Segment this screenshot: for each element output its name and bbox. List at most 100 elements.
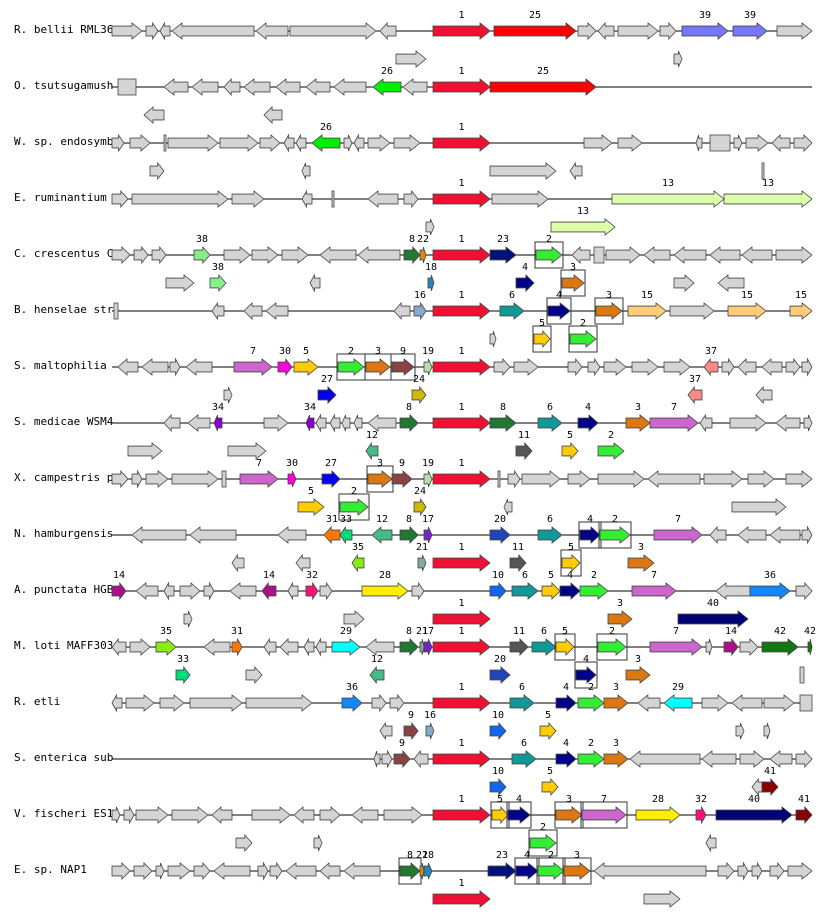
gene-unclassified[interactable] bbox=[721, 357, 735, 377]
gene-unclassified[interactable] bbox=[647, 470, 701, 488]
gene-cluster-15[interactable] bbox=[789, 302, 813, 320]
gene-unclassified[interactable] bbox=[567, 357, 583, 377]
gene-cluster-1[interactable] bbox=[432, 22, 491, 40]
gene-unclassified[interactable] bbox=[739, 638, 759, 656]
gene-unclassified[interactable] bbox=[243, 78, 271, 96]
gene-unclassified[interactable] bbox=[597, 21, 615, 41]
gene-cluster-2[interactable] bbox=[579, 582, 609, 600]
gene-unclassified[interactable] bbox=[659, 21, 677, 41]
gene-unclassified[interactable] bbox=[733, 134, 743, 152]
gene-unclassified[interactable] bbox=[371, 693, 387, 713]
gene-unclassified[interactable] bbox=[279, 638, 299, 656]
gene-unclassified[interactable] bbox=[709, 134, 731, 152]
gene-unclassified[interactable] bbox=[125, 694, 155, 712]
gene-unclassified[interactable] bbox=[701, 694, 729, 712]
gene-cluster-2[interactable] bbox=[529, 834, 557, 852]
gene-cluster-3[interactable] bbox=[595, 302, 623, 320]
gene-cluster-5[interactable] bbox=[293, 358, 319, 376]
gene-cluster-34[interactable] bbox=[305, 414, 315, 432]
gene-cluster-15[interactable] bbox=[727, 302, 767, 320]
gene-unclassified[interactable] bbox=[315, 637, 327, 657]
gene-unclassified[interactable] bbox=[111, 469, 129, 489]
gene-unclassified[interactable] bbox=[301, 189, 313, 209]
gene-cluster-3[interactable] bbox=[603, 750, 629, 768]
gene-cluster-34[interactable] bbox=[213, 414, 223, 432]
gene-cluster-1[interactable] bbox=[432, 134, 491, 152]
gene-cluster-5[interactable] bbox=[491, 805, 509, 825]
gene-cluster-7[interactable] bbox=[631, 582, 677, 600]
gene-cluster-1[interactable] bbox=[432, 358, 491, 376]
gene-unclassified[interactable] bbox=[155, 862, 165, 880]
gene-unclassified[interactable] bbox=[393, 134, 421, 152]
gene-cluster-13[interactable] bbox=[550, 218, 616, 236]
gene-unclassified[interactable] bbox=[763, 722, 771, 740]
gene-unclassified[interactable] bbox=[737, 358, 757, 376]
gene-unclassified[interactable] bbox=[243, 302, 263, 320]
gene-unclassified[interactable] bbox=[287, 581, 299, 601]
gene-cluster-13[interactable] bbox=[723, 190, 813, 208]
gene-cluster-29[interactable] bbox=[663, 694, 693, 712]
gene-cluster-35[interactable] bbox=[155, 638, 177, 656]
gene-unclassified[interactable] bbox=[127, 442, 163, 460]
gene-unclassified[interactable] bbox=[231, 553, 245, 573]
gene-cluster-9[interactable] bbox=[403, 721, 419, 741]
gene-unclassified[interactable] bbox=[111, 22, 143, 40]
gene-unclassified[interactable] bbox=[803, 414, 813, 432]
gene-unclassified[interactable] bbox=[211, 301, 225, 321]
gene-cluster-3[interactable] bbox=[563, 862, 591, 880]
gene-cluster-5[interactable] bbox=[561, 554, 581, 572]
gene-cluster-12[interactable] bbox=[371, 526, 393, 544]
gene-cluster-38[interactable] bbox=[209, 273, 227, 293]
gene-unclassified[interactable] bbox=[145, 470, 169, 488]
gene-cluster-6[interactable] bbox=[511, 750, 537, 768]
gene-cluster-12[interactable] bbox=[365, 441, 379, 461]
gene-unclassified[interactable] bbox=[189, 694, 243, 712]
gene-unclassified[interactable] bbox=[799, 666, 805, 684]
gene-unclassified[interactable] bbox=[229, 582, 257, 600]
gene-unclassified[interactable] bbox=[597, 470, 645, 488]
gene-unclassified[interactable] bbox=[111, 693, 123, 713]
gene-unclassified[interactable] bbox=[755, 385, 773, 405]
gene-cluster-28[interactable] bbox=[361, 582, 409, 600]
gene-cluster-4[interactable] bbox=[579, 526, 601, 544]
gene-cluster-19[interactable] bbox=[423, 470, 433, 488]
gene-cluster-9[interactable] bbox=[391, 358, 415, 376]
gene-cluster-3[interactable] bbox=[365, 358, 391, 376]
gene-cluster-7[interactable] bbox=[653, 526, 703, 544]
gene-cluster-1[interactable] bbox=[432, 806, 491, 824]
gene-unclassified[interactable] bbox=[117, 358, 139, 376]
gene-cluster-11[interactable] bbox=[515, 441, 533, 461]
gene-unclassified[interactable] bbox=[341, 414, 351, 432]
gene-cluster-4[interactable] bbox=[555, 694, 577, 712]
gene-unclassified[interactable] bbox=[223, 77, 241, 97]
gene-unclassified[interactable] bbox=[521, 470, 561, 488]
gene-cluster-1[interactable] bbox=[432, 638, 491, 656]
gene-cluster-21[interactable] bbox=[419, 638, 425, 656]
gene-cluster-21[interactable] bbox=[417, 554, 427, 572]
gene-cluster-33[interactable] bbox=[339, 525, 353, 545]
gene-unclassified[interactable] bbox=[769, 526, 801, 544]
gene-unclassified[interactable] bbox=[775, 246, 813, 264]
gene-unclassified[interactable] bbox=[669, 302, 715, 320]
gene-cluster-6[interactable] bbox=[537, 414, 563, 432]
gene-cluster-2[interactable] bbox=[569, 330, 597, 348]
gene-unclassified[interactable] bbox=[357, 246, 401, 264]
gene-cluster-39[interactable] bbox=[732, 22, 768, 40]
gene-cluster-5[interactable] bbox=[533, 329, 551, 349]
gene-unclassified[interactable] bbox=[179, 582, 201, 600]
gene-unclassified[interactable] bbox=[489, 330, 497, 348]
gene-cluster-3[interactable] bbox=[607, 610, 633, 628]
gene-cluster-40[interactable] bbox=[715, 806, 793, 824]
gene-unclassified[interactable] bbox=[513, 358, 539, 376]
gene-cluster-20[interactable] bbox=[489, 666, 511, 684]
gene-unclassified[interactable] bbox=[793, 134, 813, 152]
gene-unclassified[interactable] bbox=[381, 749, 393, 769]
gene-unclassified[interactable] bbox=[801, 357, 813, 377]
gene-unclassified[interactable] bbox=[319, 246, 357, 264]
gene-cluster-11[interactable] bbox=[509, 553, 527, 573]
gene-cluster-14[interactable] bbox=[111, 581, 127, 601]
gene-unclassified[interactable] bbox=[507, 469, 521, 489]
gene-unclassified[interactable] bbox=[751, 861, 763, 881]
gene-cluster-16[interactable] bbox=[413, 301, 427, 321]
gene-cluster-3[interactable] bbox=[625, 414, 651, 432]
